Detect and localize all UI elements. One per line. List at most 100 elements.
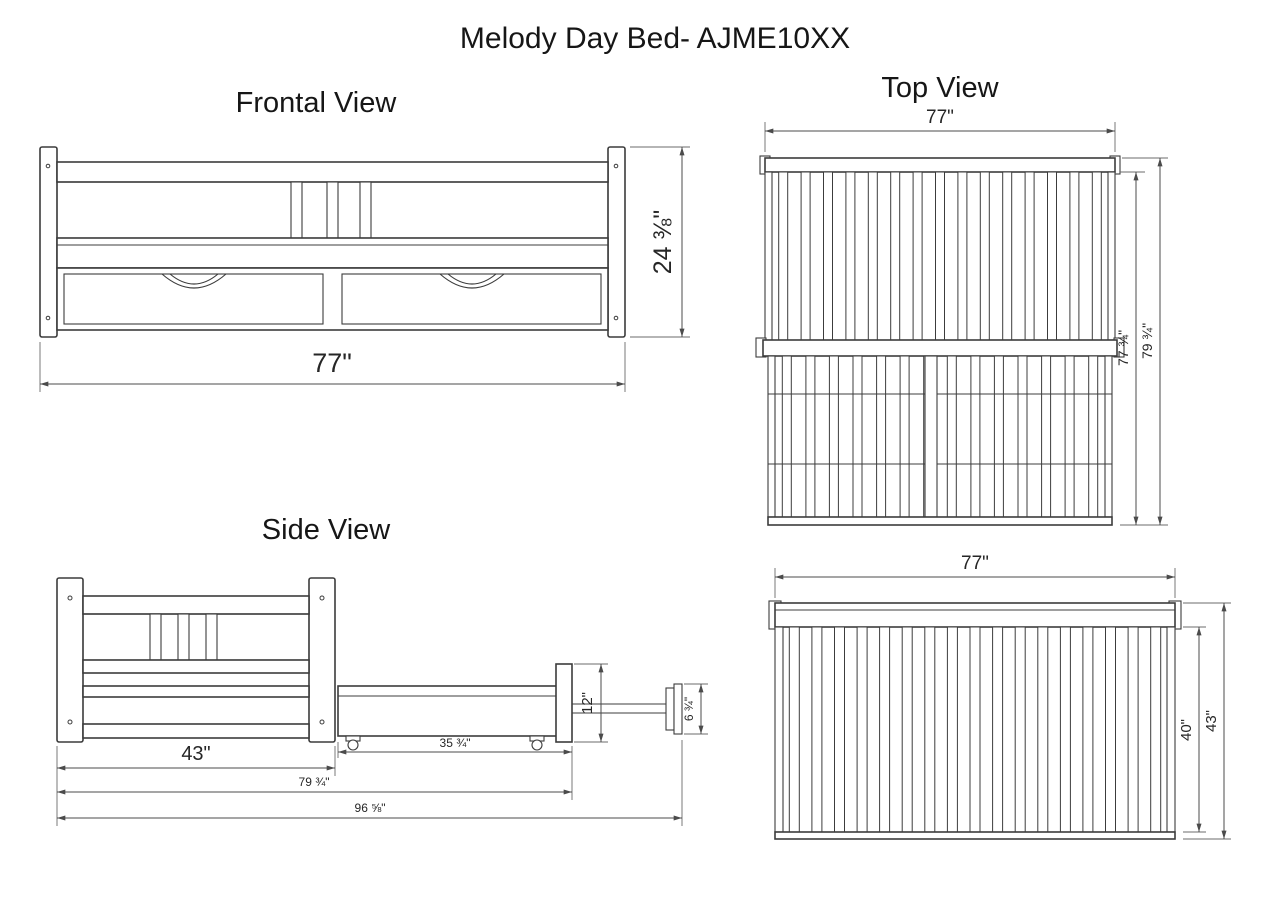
frontal-top-rail (56, 161, 609, 183)
frontal-view-label: Frontal View (236, 87, 398, 119)
top-view-label: Top View (881, 72, 999, 104)
trundle-pull-handle (665, 687, 675, 731)
slat (946, 626, 958, 833)
slat (1017, 355, 1028, 518)
frontal-drawer-left (63, 273, 324, 325)
slat (867, 171, 878, 341)
slat (800, 171, 811, 341)
trundle-wheel (531, 739, 543, 751)
side-slat (177, 613, 190, 661)
trundle-slats (788, 626, 1162, 833)
slat (901, 626, 913, 833)
trundle-slat-length-value: 40" (1178, 719, 1195, 741)
side-handle-height-dimension: 6 ¾" (682, 683, 708, 735)
slat (1150, 626, 1162, 833)
side-trundle-length-dimension: 35 ¾" (337, 736, 573, 800)
side-headboard-width-dimension: 43" (56, 743, 336, 826)
side-slat (205, 613, 218, 661)
drawer-handle (161, 273, 227, 289)
trundle-overall-length-value: 43" (1203, 710, 1220, 732)
top-foot-rail (762, 339, 1118, 357)
slat (1059, 626, 1071, 833)
slat (828, 355, 839, 518)
top-overall-length-value: 79 ¾" (1139, 323, 1155, 359)
top-width-value: 77" (926, 107, 954, 128)
frontal-drawer-right (341, 273, 602, 325)
slat (811, 626, 823, 833)
slat (979, 171, 990, 341)
frontal-slat (290, 181, 303, 239)
slat (1041, 355, 1052, 518)
side-slat (149, 613, 162, 661)
page-title: Melody Day Bed- AJME10XX (460, 22, 850, 55)
frontal-width-dimension: 77" (39, 342, 626, 392)
slat (993, 355, 1004, 518)
slat (899, 355, 910, 518)
trundle-overall-length-dimension: 43" (1183, 602, 1231, 840)
slat (957, 171, 968, 341)
trundle-wheel (347, 739, 359, 751)
slat (1064, 355, 1075, 518)
slat (788, 626, 800, 833)
top-overall-length-dimension: 79 ¾" (1122, 157, 1168, 525)
frontal-width-value: 77" (312, 348, 352, 378)
side-bed-length-dimension: 79 ¾" (57, 775, 572, 795)
slat (876, 355, 887, 518)
slat (970, 355, 981, 518)
slat (834, 626, 845, 833)
side-trundle-height-value: 12" (579, 692, 596, 714)
slat (1024, 171, 1035, 341)
side-handle-height-value: 6 ¾" (682, 697, 696, 721)
frontal-height-dimension: 24 ⅜" (630, 146, 690, 338)
top-slat-length-dimension: 77 ¾" (1115, 171, 1168, 526)
slat (1047, 171, 1057, 341)
trundle-width-dimension: 77" (774, 553, 1176, 598)
slat (852, 355, 863, 518)
top-width-dimension: 77" (764, 107, 1116, 152)
frontal-slat (326, 181, 339, 239)
top-view-drawing (755, 155, 1125, 526)
slat (1069, 171, 1080, 341)
top-center-rail (924, 355, 938, 518)
side-left-post (56, 577, 84, 743)
slat (1037, 626, 1049, 833)
side-trundle-front (555, 663, 573, 743)
top-head-rail (764, 157, 1116, 173)
top-bed-slats (778, 171, 1102, 341)
top-slat-length-value: 77 ¾" (1115, 330, 1131, 366)
side-trundle-length-value: 35 ¾" (440, 736, 471, 750)
slat (1082, 626, 1094, 833)
slat (1105, 626, 1116, 833)
side-right-post (308, 577, 336, 743)
slat (969, 626, 981, 833)
frontal-mid-rail (56, 237, 609, 269)
frontal-left-post (39, 146, 58, 338)
slat (845, 171, 856, 341)
slat (778, 171, 789, 341)
side-top-rail (82, 595, 310, 615)
trundle-slat-length-dimension: 40" (1178, 626, 1206, 833)
slat (1088, 355, 1099, 518)
side-total-length-value: 96 ⅝" (355, 801, 386, 815)
frontal-slat (359, 181, 372, 239)
side-bed-length-value: 79 ¾" (299, 775, 330, 789)
slat (935, 171, 945, 341)
slat (992, 626, 1004, 833)
slat (879, 626, 891, 833)
slat (856, 626, 868, 833)
side-headboard-width-value: 43" (181, 743, 210, 765)
slat (912, 171, 923, 341)
slat (1002, 171, 1013, 341)
slat (823, 171, 833, 341)
slat (1127, 626, 1139, 833)
side-view-label: Side View (262, 514, 391, 546)
trundle-top-view-drawing (768, 600, 1182, 840)
slat (1014, 626, 1026, 833)
slat (1091, 171, 1102, 341)
side-total-length-dimension: 96 ⅝" (57, 740, 683, 826)
slat (781, 355, 792, 518)
drawer-handle (439, 273, 505, 289)
frontal-height-value: 24 ⅜" (649, 210, 677, 274)
slat (924, 626, 936, 833)
